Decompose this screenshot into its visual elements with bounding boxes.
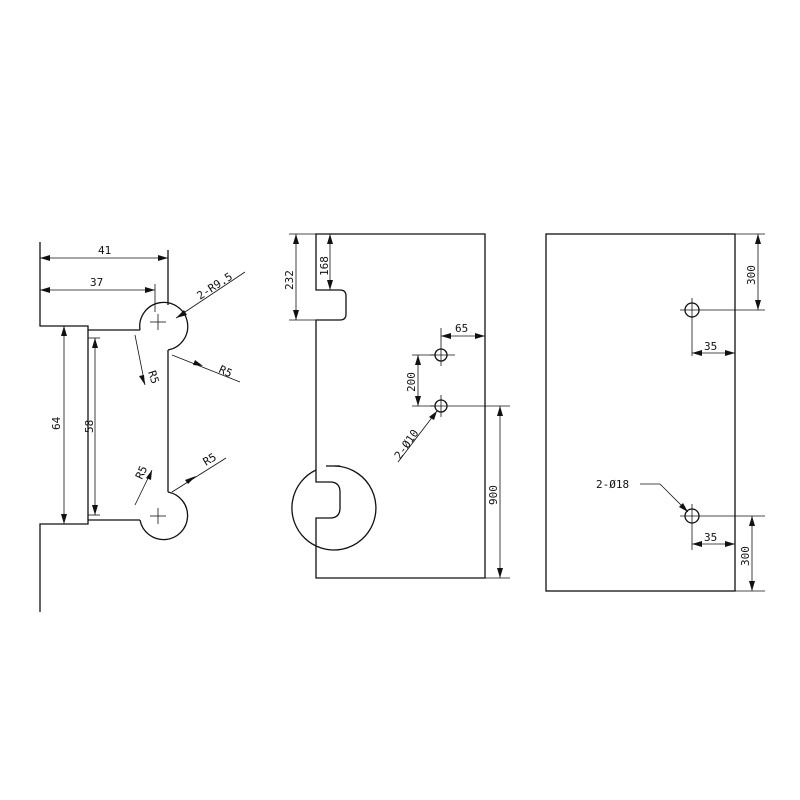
profile-view: 41 37 64 58 2-R9.5 R5 R5 R5 bbox=[39, 242, 246, 612]
dim-hole-dia: 2-Ø10 bbox=[392, 427, 422, 462]
dim-radius-pair: 2-R9.5 bbox=[195, 270, 235, 303]
dim-notch-top: 168 bbox=[318, 256, 331, 276]
dim-edge-bottom: 35 bbox=[704, 531, 717, 544]
dim-top: 300 bbox=[745, 265, 758, 285]
dim-plate-bottom: 300 bbox=[739, 546, 752, 566]
dim-radius-a: R5 bbox=[145, 369, 161, 386]
dim-plate-hole-dia: 2-Ø18 bbox=[596, 478, 629, 491]
dim-hole-spacing: 200 bbox=[405, 372, 418, 392]
panel-view: 232 168 65 200 2-Ø10 900 bbox=[283, 233, 510, 579]
dim-bottom: 900 bbox=[487, 485, 500, 505]
panel-outline bbox=[315, 233, 486, 579]
dim-inner-width: 37 bbox=[90, 276, 103, 289]
profile-bottom-outline bbox=[39, 519, 140, 612]
dim-height-inner: 58 bbox=[83, 420, 96, 433]
dim-edge-offset: 65 bbox=[455, 322, 468, 335]
plate-outline bbox=[545, 233, 736, 592]
dim-edge-top: 35 bbox=[704, 340, 717, 353]
dim-radius-c: R5 bbox=[133, 464, 150, 482]
profile-outline bbox=[39, 242, 140, 331]
profile-upper-knuckle bbox=[139, 301, 189, 351]
dim-radius-b: R5 bbox=[217, 363, 235, 380]
panel-hinge-circle bbox=[291, 465, 377, 551]
dim-overall-width: 41 bbox=[98, 244, 111, 257]
dim-height-outer: 64 bbox=[50, 416, 63, 430]
dim-total-top: 232 bbox=[283, 270, 296, 290]
plate-view: 300 35 2-Ø18 35 300 bbox=[545, 233, 765, 592]
profile-lower-knuckle bbox=[139, 491, 189, 541]
dim-radius-d: R5 bbox=[201, 450, 219, 468]
